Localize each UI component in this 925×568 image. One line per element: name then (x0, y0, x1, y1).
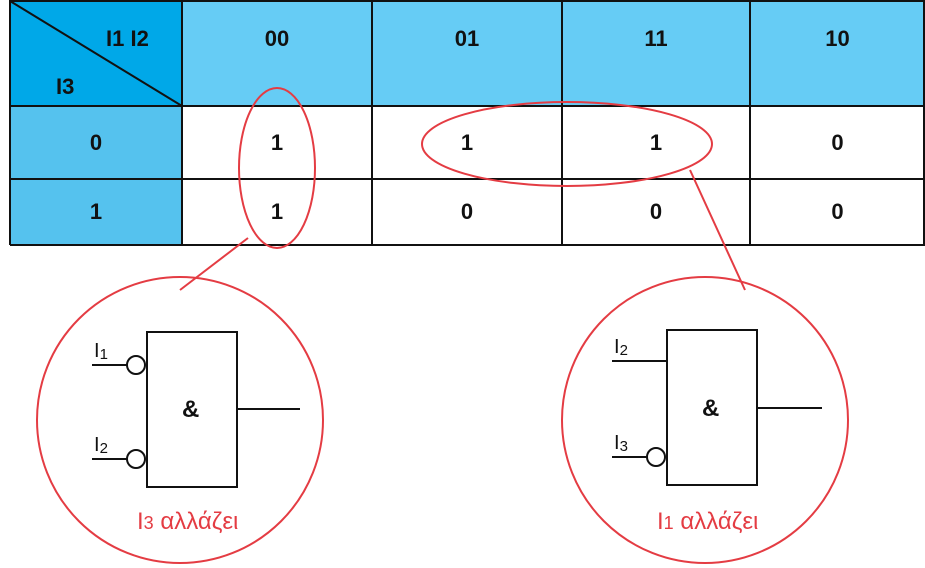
kmap-column-header: 01 (372, 0, 562, 106)
and-gate-right (612, 329, 822, 486)
kmap-corner-diagonal (9, 0, 183, 107)
zoom-circle-right (561, 276, 849, 564)
kmap-cell: 1 (182, 179, 372, 245)
caption-subscript: 1 (663, 513, 674, 533)
caption-right: I1 αλλάζει (657, 508, 758, 536)
pin-letter: I (94, 340, 100, 362)
and-gate-right-input2-label: I3 (614, 432, 628, 455)
kmap-cell: 1 (182, 106, 372, 179)
connector-line-left (179, 237, 249, 291)
caption-text: αλλάζει (673, 508, 759, 535)
kmap-cell: 0 (750, 179, 925, 245)
kmap-column-header: 10 (750, 0, 925, 106)
kmap-corner-column-vars: I1 I2 (106, 26, 149, 51)
pin-subscript: 2 (619, 342, 628, 359)
and-gate-right-input1-label: I2 (614, 336, 628, 359)
kmap-cell: 1 (372, 106, 562, 179)
kmap-corner-row-var: I3 (56, 74, 75, 99)
kmap-cell: 0 (750, 106, 925, 179)
and-gate-left-input2-label: I2 (94, 434, 108, 457)
caption-subscript: 3 (143, 513, 154, 533)
karnaugh-map: I1 I2 I3 00 01 11 10 0 1 1 1 0 1 1 0 0 0 (10, 0, 925, 245)
caption-left: I3 αλλάζει (137, 508, 238, 536)
caption-text: αλλάζει (153, 508, 239, 535)
kmap-column-header: 11 (562, 0, 750, 106)
and-gate-left (92, 331, 300, 488)
kmap-grid-lines (9, 0, 925, 246)
kmap-row-header: 0 (10, 106, 182, 179)
inverter-bubble-left-input1 (126, 355, 146, 375)
pin-subscript: 2 (99, 440, 108, 457)
pin-subscript: 1 (99, 346, 108, 363)
kmap-groupings (36, 87, 849, 564)
and-gate-left-symbol: & (182, 396, 200, 423)
and-gate-right-symbol: & (702, 395, 720, 422)
kmap-row-header: 1 (10, 179, 182, 245)
kmap-cell: 1 (562, 106, 750, 179)
connector-line-right (689, 169, 746, 291)
caption-letter: I (657, 508, 664, 535)
zoom-circle-left (36, 276, 324, 564)
caption-letter: I (137, 508, 144, 535)
inverter-bubble-left-input2 (126, 449, 146, 469)
pin-letter: I (614, 432, 620, 454)
grouping-ellipse-row-0 (421, 101, 713, 187)
pin-letter: I (614, 336, 620, 358)
pin-subscript: 3 (619, 438, 628, 455)
grouping-ellipse-column-00 (238, 87, 316, 249)
kmap-cell: 0 (372, 179, 562, 245)
pin-letter: I (94, 434, 100, 456)
and-gate-left-input1-label: I1 (94, 340, 108, 363)
inverter-bubble-right-input2 (646, 447, 666, 467)
